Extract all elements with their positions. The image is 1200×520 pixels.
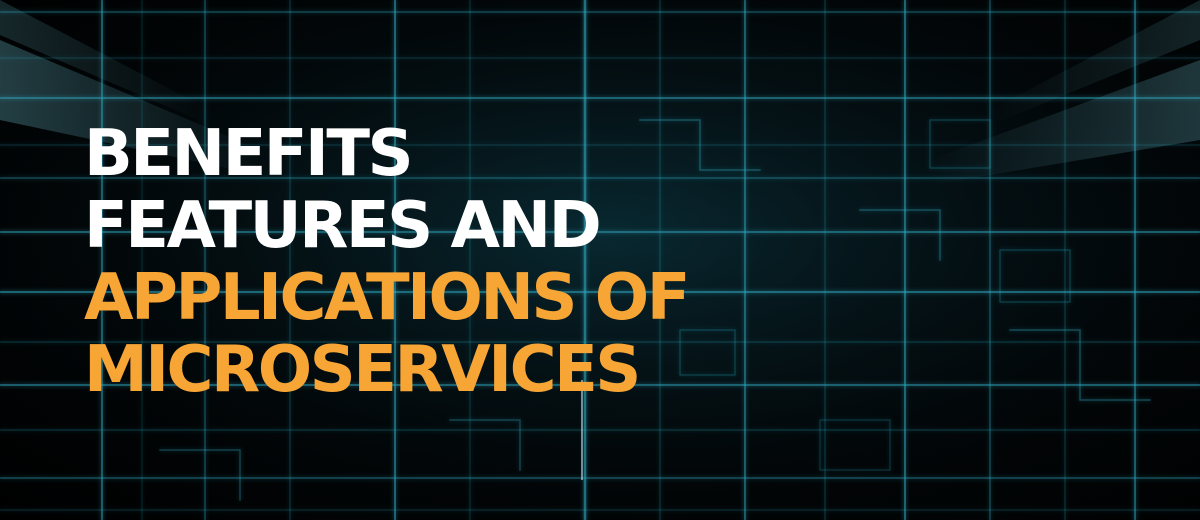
headline-line-3: APPLICATIONS OF: [84, 261, 690, 335]
headline: BENEFITS FEATURES AND APPLICATIONS OF MI…: [84, 117, 690, 407]
headline-line-2: FEATURES AND: [84, 189, 602, 263]
headline-line-4: MICROSERVICES: [84, 333, 641, 407]
headline-line-1: BENEFITS: [84, 117, 414, 191]
